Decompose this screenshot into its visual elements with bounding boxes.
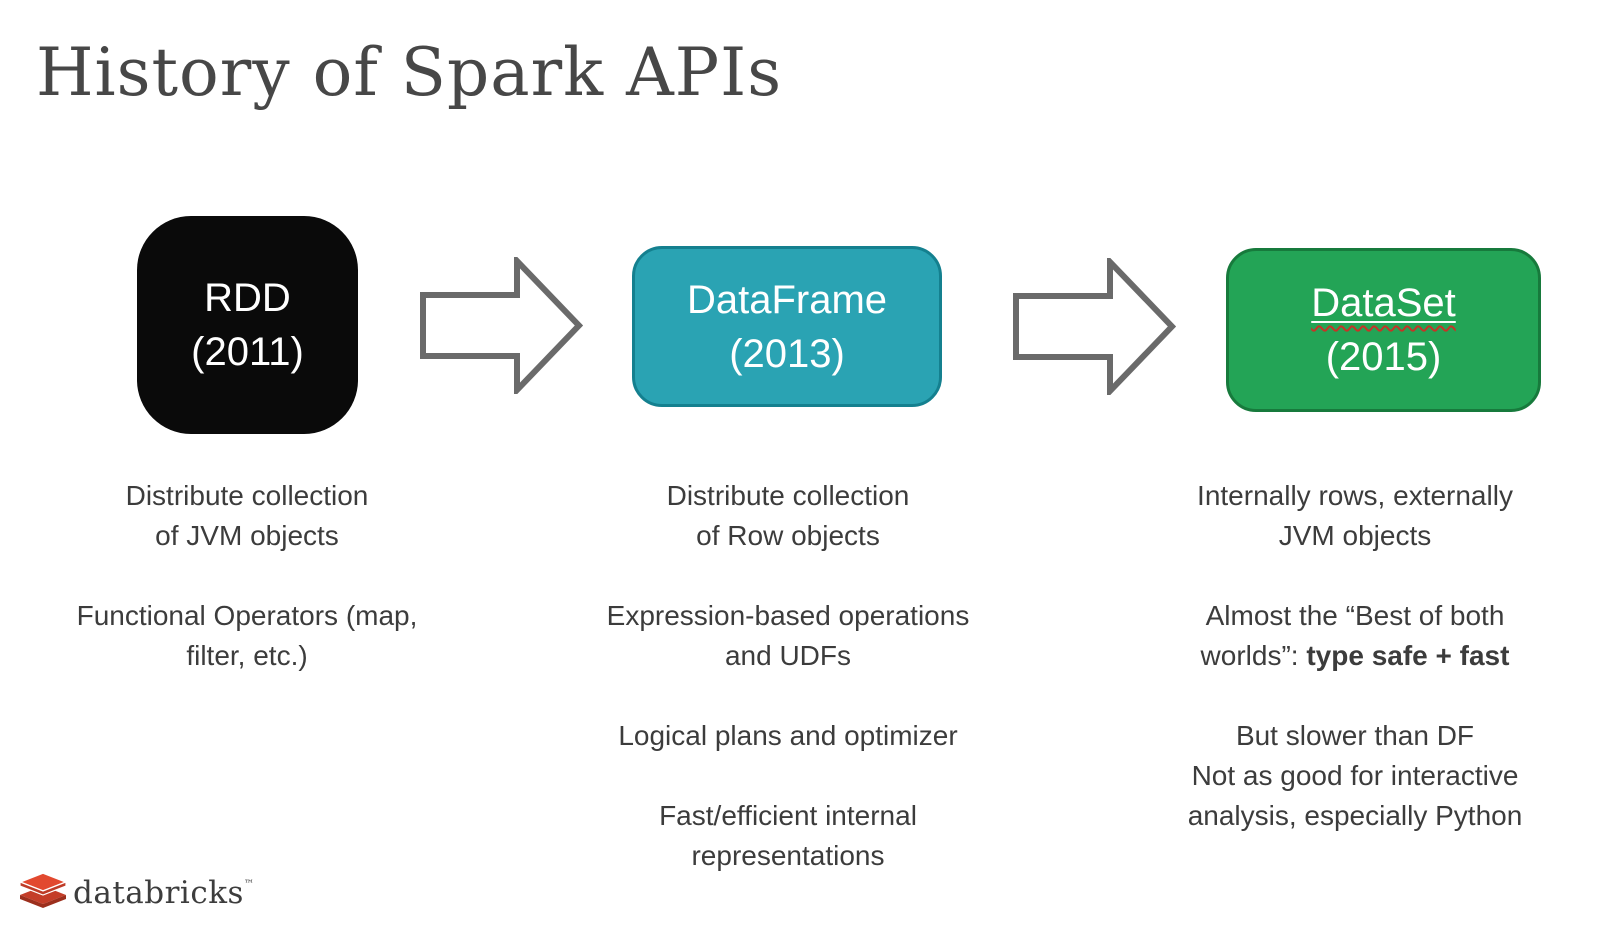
databricks-bricks-icon bbox=[20, 872, 66, 908]
page-title: History of Spark APIs bbox=[36, 34, 783, 111]
notes-column-dataset: Internally rows, externally JVM objects … bbox=[1137, 476, 1573, 876]
arrow-right-shape bbox=[420, 257, 583, 394]
note-paragraph: But slower than DF Not as good for inter… bbox=[1187, 720, 1523, 831]
note-paragraph: Distribute collection of JVM objects bbox=[125, 480, 369, 551]
node-name: RDD bbox=[204, 276, 291, 320]
note-paragraph: Fast/efficient internal representations bbox=[659, 800, 917, 871]
databricks-logo: databricks™ bbox=[20, 872, 254, 910]
node-year: (2011) bbox=[191, 330, 304, 374]
node-year: (2015) bbox=[1325, 335, 1442, 379]
arrow-right-shape bbox=[1013, 258, 1176, 395]
timeline-node-dataframe: DataFrame (2013) bbox=[632, 246, 942, 407]
arrow-right-icon bbox=[420, 257, 583, 394]
note-paragraph: Internally rows, externally JVM objects bbox=[1197, 480, 1513, 551]
node-name: DataFrame bbox=[686, 277, 888, 322]
databricks-wordmark: databricks™ bbox=[73, 875, 255, 911]
note-paragraph: Logical plans and optimizer bbox=[618, 720, 958, 751]
note-paragraph: Almost the “Best of both worlds”: type s… bbox=[1200, 600, 1510, 671]
node-name: DataSet bbox=[1311, 281, 1456, 325]
spellcheck-squiggle: DataSet bbox=[1311, 276, 1456, 330]
timeline-node-dataset: DataSet (2015) bbox=[1226, 248, 1541, 412]
arrow-right-icon bbox=[1013, 258, 1176, 395]
notes-column-dataframe: Distribute collection of Row objects Exp… bbox=[568, 476, 1008, 916]
trademark-symbol: ™ bbox=[243, 879, 255, 890]
emphasis-text: type safe + fast bbox=[1306, 640, 1510, 671]
note-paragraph: Distribute collection of Row objects bbox=[666, 480, 910, 551]
node-year: (2013) bbox=[729, 331, 845, 376]
note-paragraph: Functional Operators (map, filter, etc.) bbox=[76, 600, 418, 671]
notes-column-rdd: Distribute collection of JVM objects Fun… bbox=[30, 476, 464, 716]
timeline-node-rdd: RDD (2011) bbox=[137, 216, 358, 434]
note-paragraph: Expression-based operations and UDFs bbox=[606, 600, 970, 671]
